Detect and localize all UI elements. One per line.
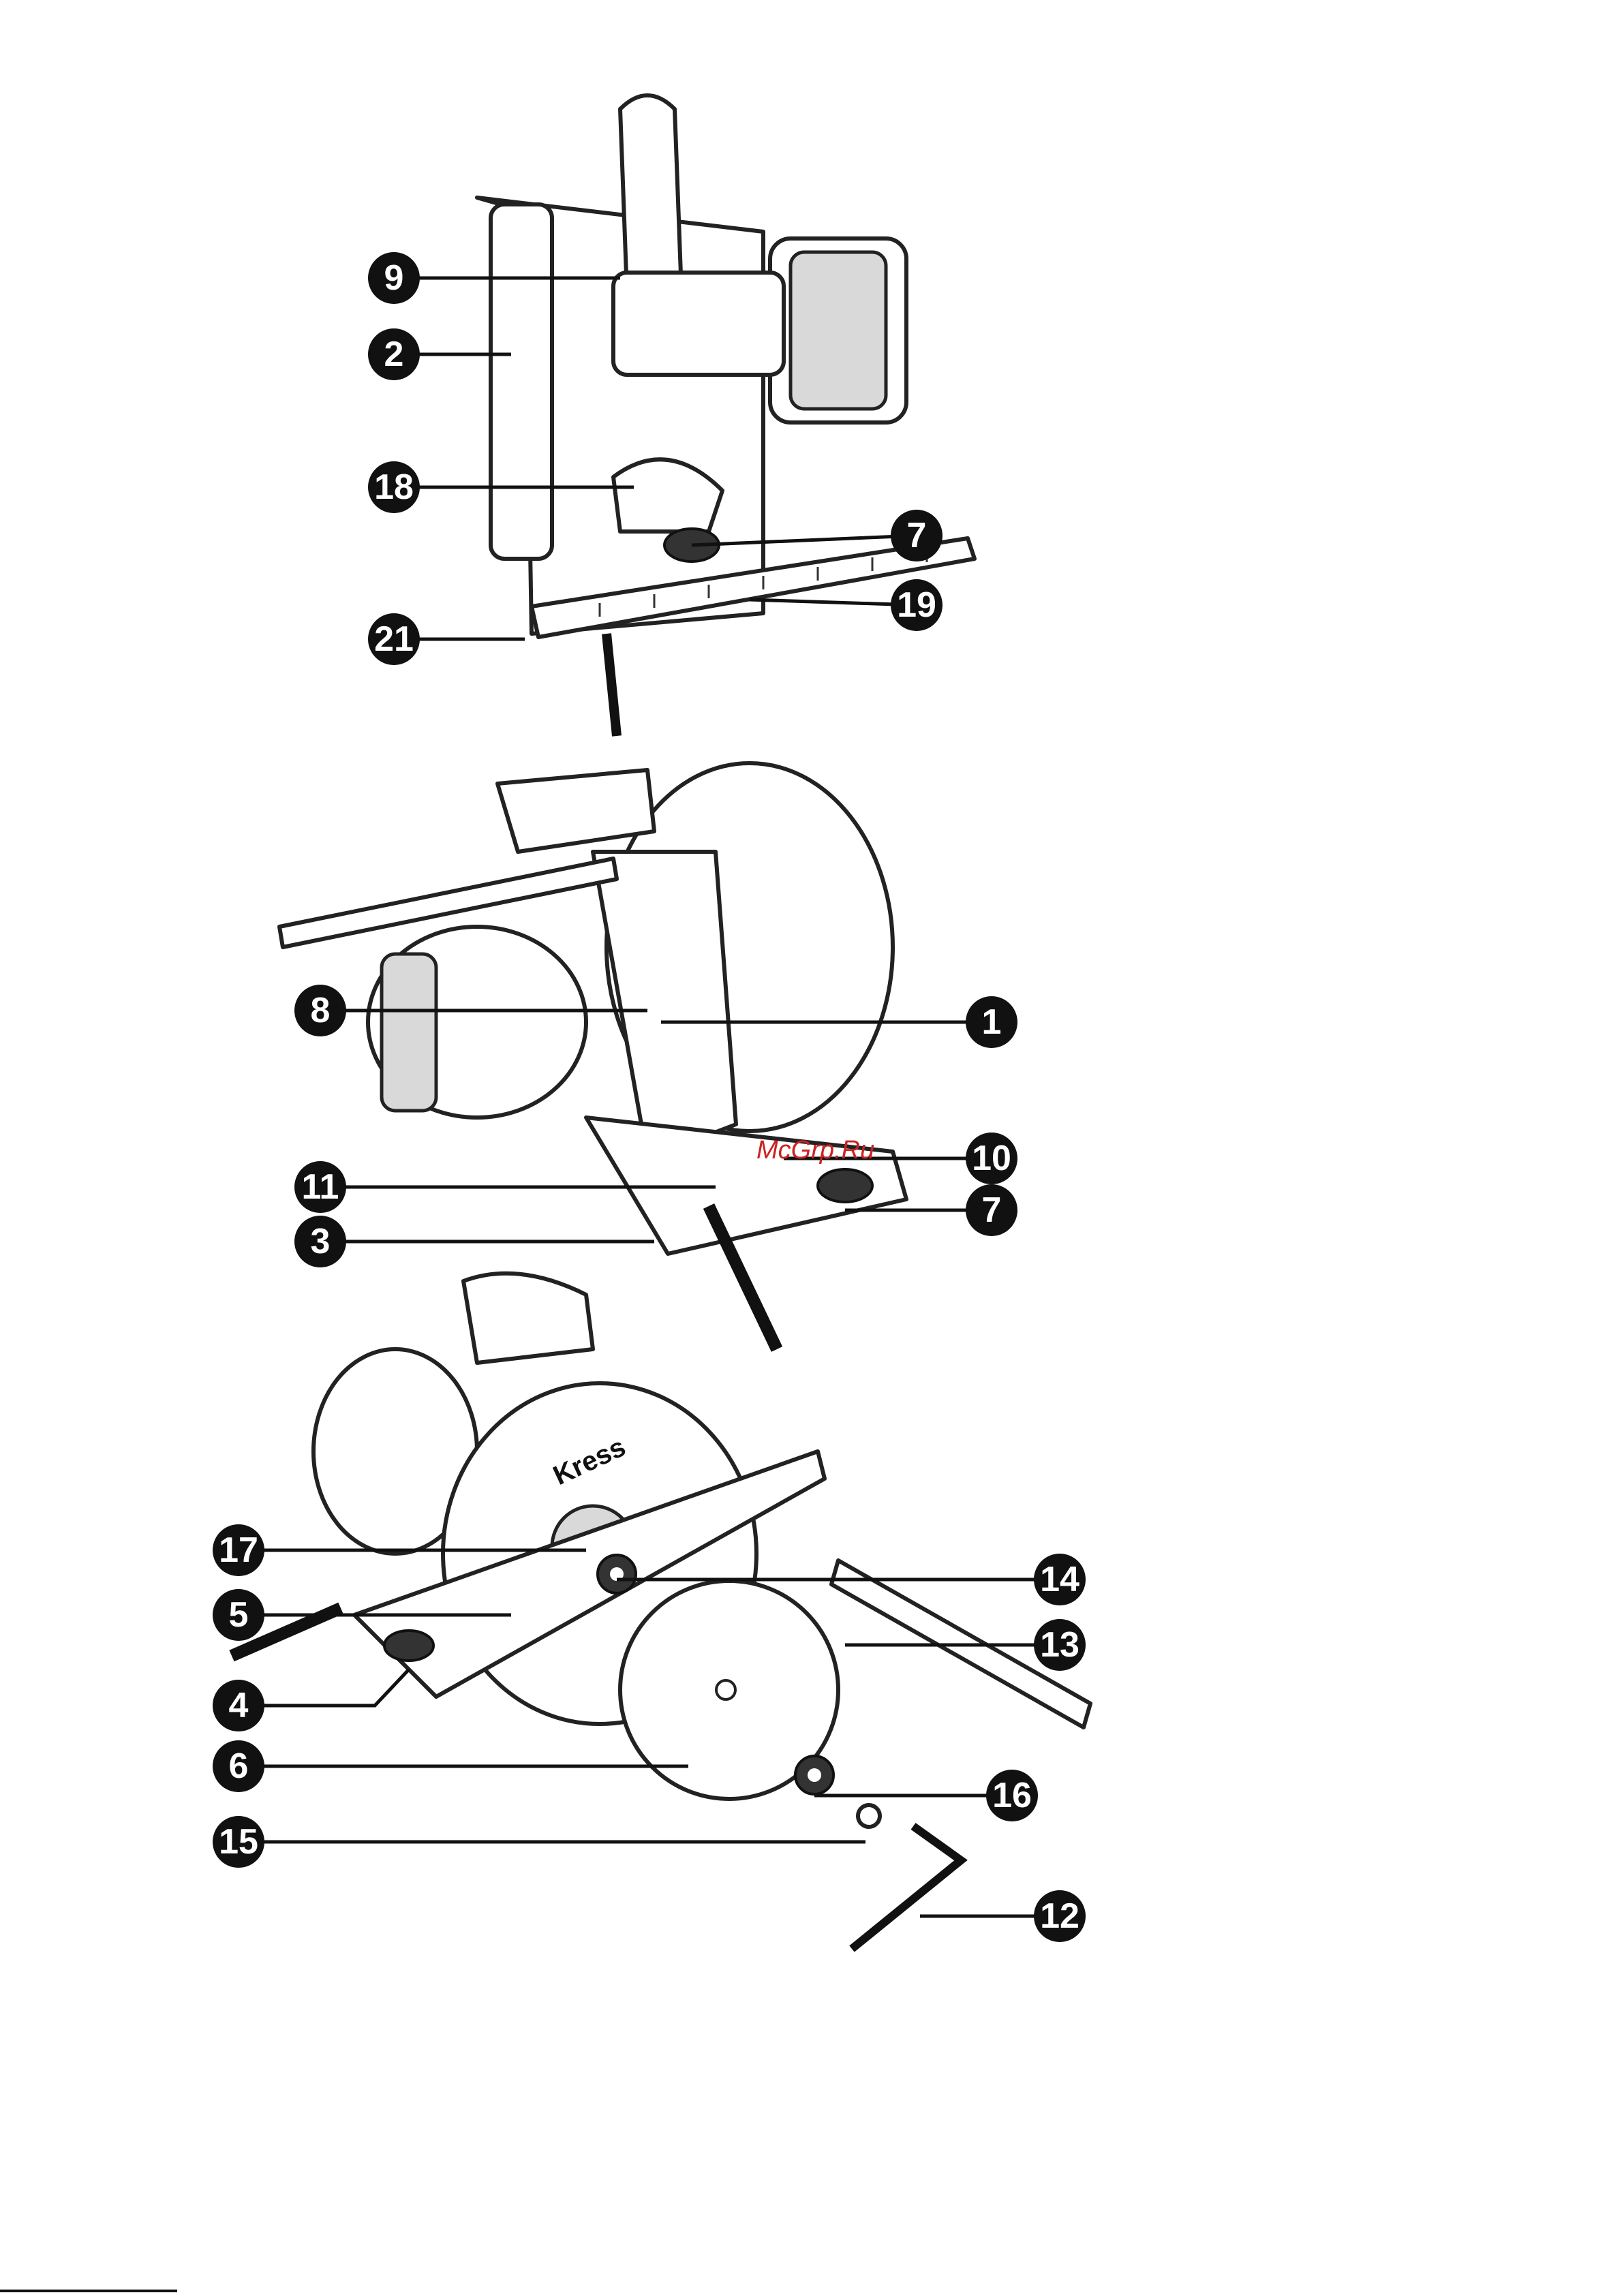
callout-3: 3	[294, 1216, 346, 1267]
svg-text:13: 13	[1040, 1625, 1079, 1665]
saw-top-view	[477, 95, 975, 736]
svg-text:17: 17	[219, 1530, 258, 1570]
svg-text:12: 12	[1040, 1896, 1079, 1936]
svg-text:4: 4	[229, 1686, 249, 1725]
svg-text:8: 8	[311, 991, 331, 1030]
svg-text:11: 11	[302, 1167, 339, 1207]
svg-text:7: 7	[907, 516, 927, 555]
callout-21: 21	[368, 613, 420, 665]
svg-text:14: 14	[1040, 1560, 1079, 1599]
svg-text:7: 7	[982, 1190, 1002, 1230]
svg-text:19: 19	[897, 585, 936, 625]
callout-9: 9	[368, 252, 420, 304]
svg-text:16: 16	[992, 1776, 1032, 1815]
svg-text:1: 1	[982, 1002, 1002, 1042]
callout-18: 18	[368, 461, 420, 513]
callout-14: 14	[1034, 1554, 1086, 1605]
watermark-text: McGrp.Ru	[756, 1136, 874, 1165]
callout-6: 6	[213, 1740, 264, 1792]
callout-4: 4	[213, 1680, 264, 1731]
callout-5: 5	[213, 1589, 264, 1641]
callout-15: 15	[213, 1816, 264, 1868]
saw-rear-view	[279, 763, 906, 1349]
svg-text:2: 2	[384, 335, 404, 374]
svg-text:10: 10	[972, 1139, 1011, 1178]
callout-17: 17	[213, 1524, 264, 1576]
callout-1: 1	[966, 996, 1017, 1048]
callout-10: 10	[966, 1133, 1017, 1184]
svg-text:6: 6	[229, 1746, 249, 1786]
svg-text:15: 15	[219, 1822, 258, 1862]
svg-text:5: 5	[229, 1595, 249, 1635]
callout-19: 19	[891, 579, 943, 631]
svg-text:18: 18	[374, 467, 414, 507]
callout-2: 2	[368, 328, 420, 380]
callout-8: 8	[294, 985, 346, 1036]
saw-blade-side-view: Kress	[232, 1274, 1090, 1949]
svg-text:21: 21	[374, 619, 414, 659]
callout-7-top: 7	[891, 510, 943, 561]
callout-11: 11	[294, 1161, 346, 1213]
callout-12: 12	[1034, 1890, 1086, 1942]
svg-text:3: 3	[311, 1222, 331, 1261]
callout-7-rear: 7	[966, 1184, 1017, 1236]
callout-16: 16	[986, 1770, 1038, 1821]
callout-13: 13	[1034, 1619, 1086, 1671]
svg-text:9: 9	[384, 258, 404, 298]
